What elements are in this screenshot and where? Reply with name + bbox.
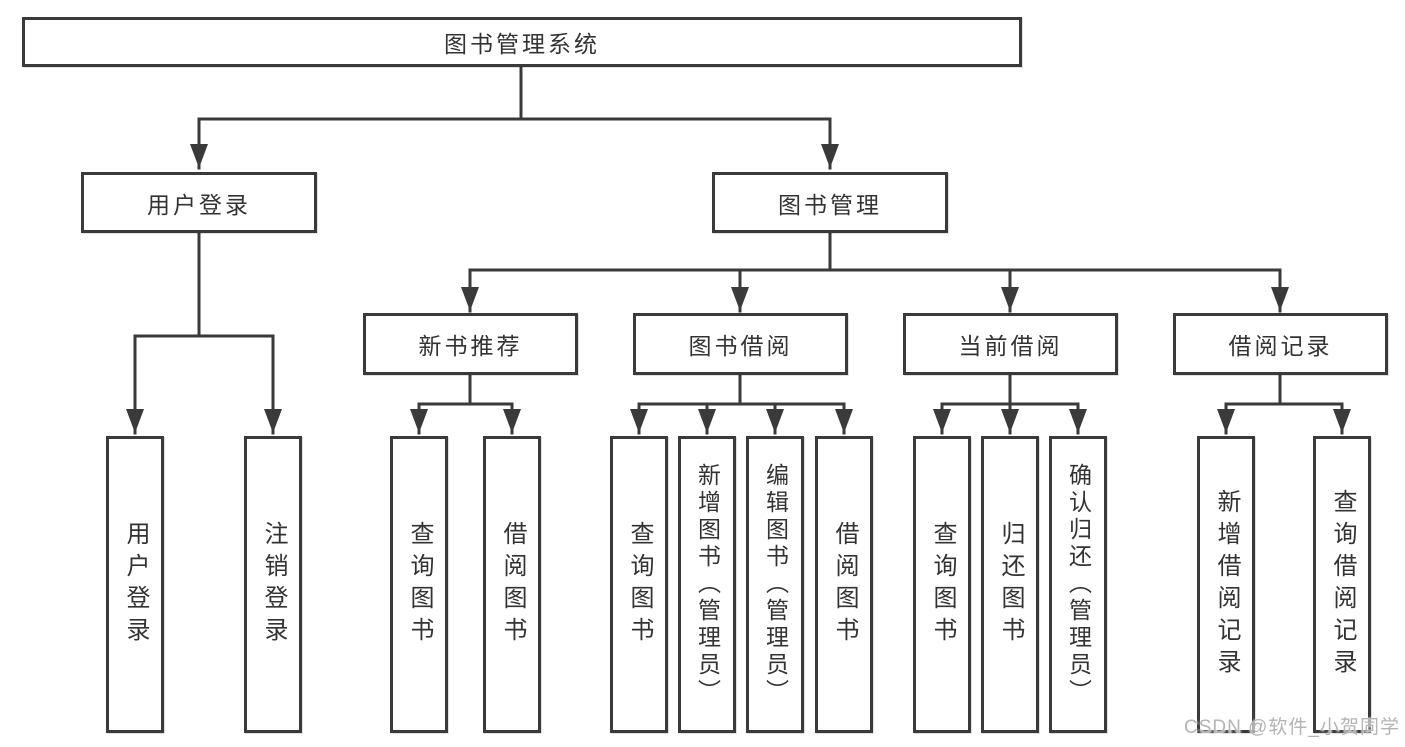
leaf-logout-label: 注销登录 — [260, 520, 287, 649]
leaf-newbooks-query: 查询图书 — [390, 436, 448, 733]
node-new-books-label: 新书推荐 — [418, 333, 523, 359]
node-root: 图书管理系统 — [22, 17, 1022, 67]
leaf-records-query: 查询借阅记录 — [1313, 436, 1371, 733]
leaf-bookborrow-query: 查询图书 — [610, 436, 668, 733]
node-current-borrow: 当前借阅 — [903, 313, 1118, 375]
node-user-login: 用户登录 — [81, 172, 317, 233]
leaf-records-add-label: 新增借阅记录 — [1213, 488, 1240, 681]
leaf-current-query-label: 查询图书 — [929, 520, 956, 649]
leaf-bookborrow-edit: 编辑图书（管理员） — [746, 436, 804, 733]
leaf-bookborrow-borrow: 借阅图书 — [815, 436, 873, 733]
node-book-mgmt: 图书管理 — [712, 172, 948, 233]
leaf-newbooks-borrow: 借阅图书 — [483, 436, 541, 733]
leaf-records-add: 新增借阅记录 — [1197, 436, 1255, 733]
node-current-borrow-label: 当前借阅 — [958, 333, 1063, 359]
leaf-current-confirm-label: 确认归还（管理员） — [1065, 463, 1092, 706]
node-borrow-records: 借阅记录 — [1173, 313, 1388, 375]
leaf-current-confirm: 确认归还（管理员） — [1049, 436, 1107, 733]
leaf-bookborrow-add-label: 新增图书（管理员） — [694, 463, 721, 706]
leaf-newbooks-borrow-label: 借阅图书 — [499, 520, 526, 649]
leaf-current-return: 归还图书 — [981, 436, 1039, 733]
leaf-logout: 注销登录 — [244, 436, 302, 733]
leaf-user-login-label: 用户登录 — [122, 520, 149, 649]
leaf-user-login: 用户登录 — [106, 436, 164, 733]
leaf-current-query: 查询图书 — [913, 436, 971, 733]
node-book-borrow: 图书借阅 — [633, 313, 848, 375]
node-user-login-label: 用户登录 — [147, 191, 251, 218]
node-book-mgmt-label: 图书管理 — [778, 191, 882, 218]
leaf-bookborrow-add: 新增图书（管理员） — [678, 436, 736, 733]
leaf-bookborrow-borrow-label: 借阅图书 — [831, 520, 858, 649]
leaf-bookborrow-query-label: 查询图书 — [626, 520, 653, 649]
leaf-bookborrow-edit-label: 编辑图书（管理员） — [762, 463, 789, 706]
node-new-books: 新书推荐 — [363, 313, 578, 375]
wire-group — [126, 65, 1351, 435]
node-borrow-records-label: 借阅记录 — [1228, 333, 1333, 359]
leaf-current-return-label: 归还图书 — [997, 520, 1024, 649]
node-book-borrow-label: 图书借阅 — [688, 333, 793, 359]
watermark: CSDN @软件_小贺同学 — [1184, 717, 1400, 738]
leaf-newbooks-query-label: 查询图书 — [406, 520, 433, 649]
node-root-label: 图书管理系统 — [444, 31, 600, 57]
leaf-records-query-label: 查询借阅记录 — [1329, 488, 1356, 681]
